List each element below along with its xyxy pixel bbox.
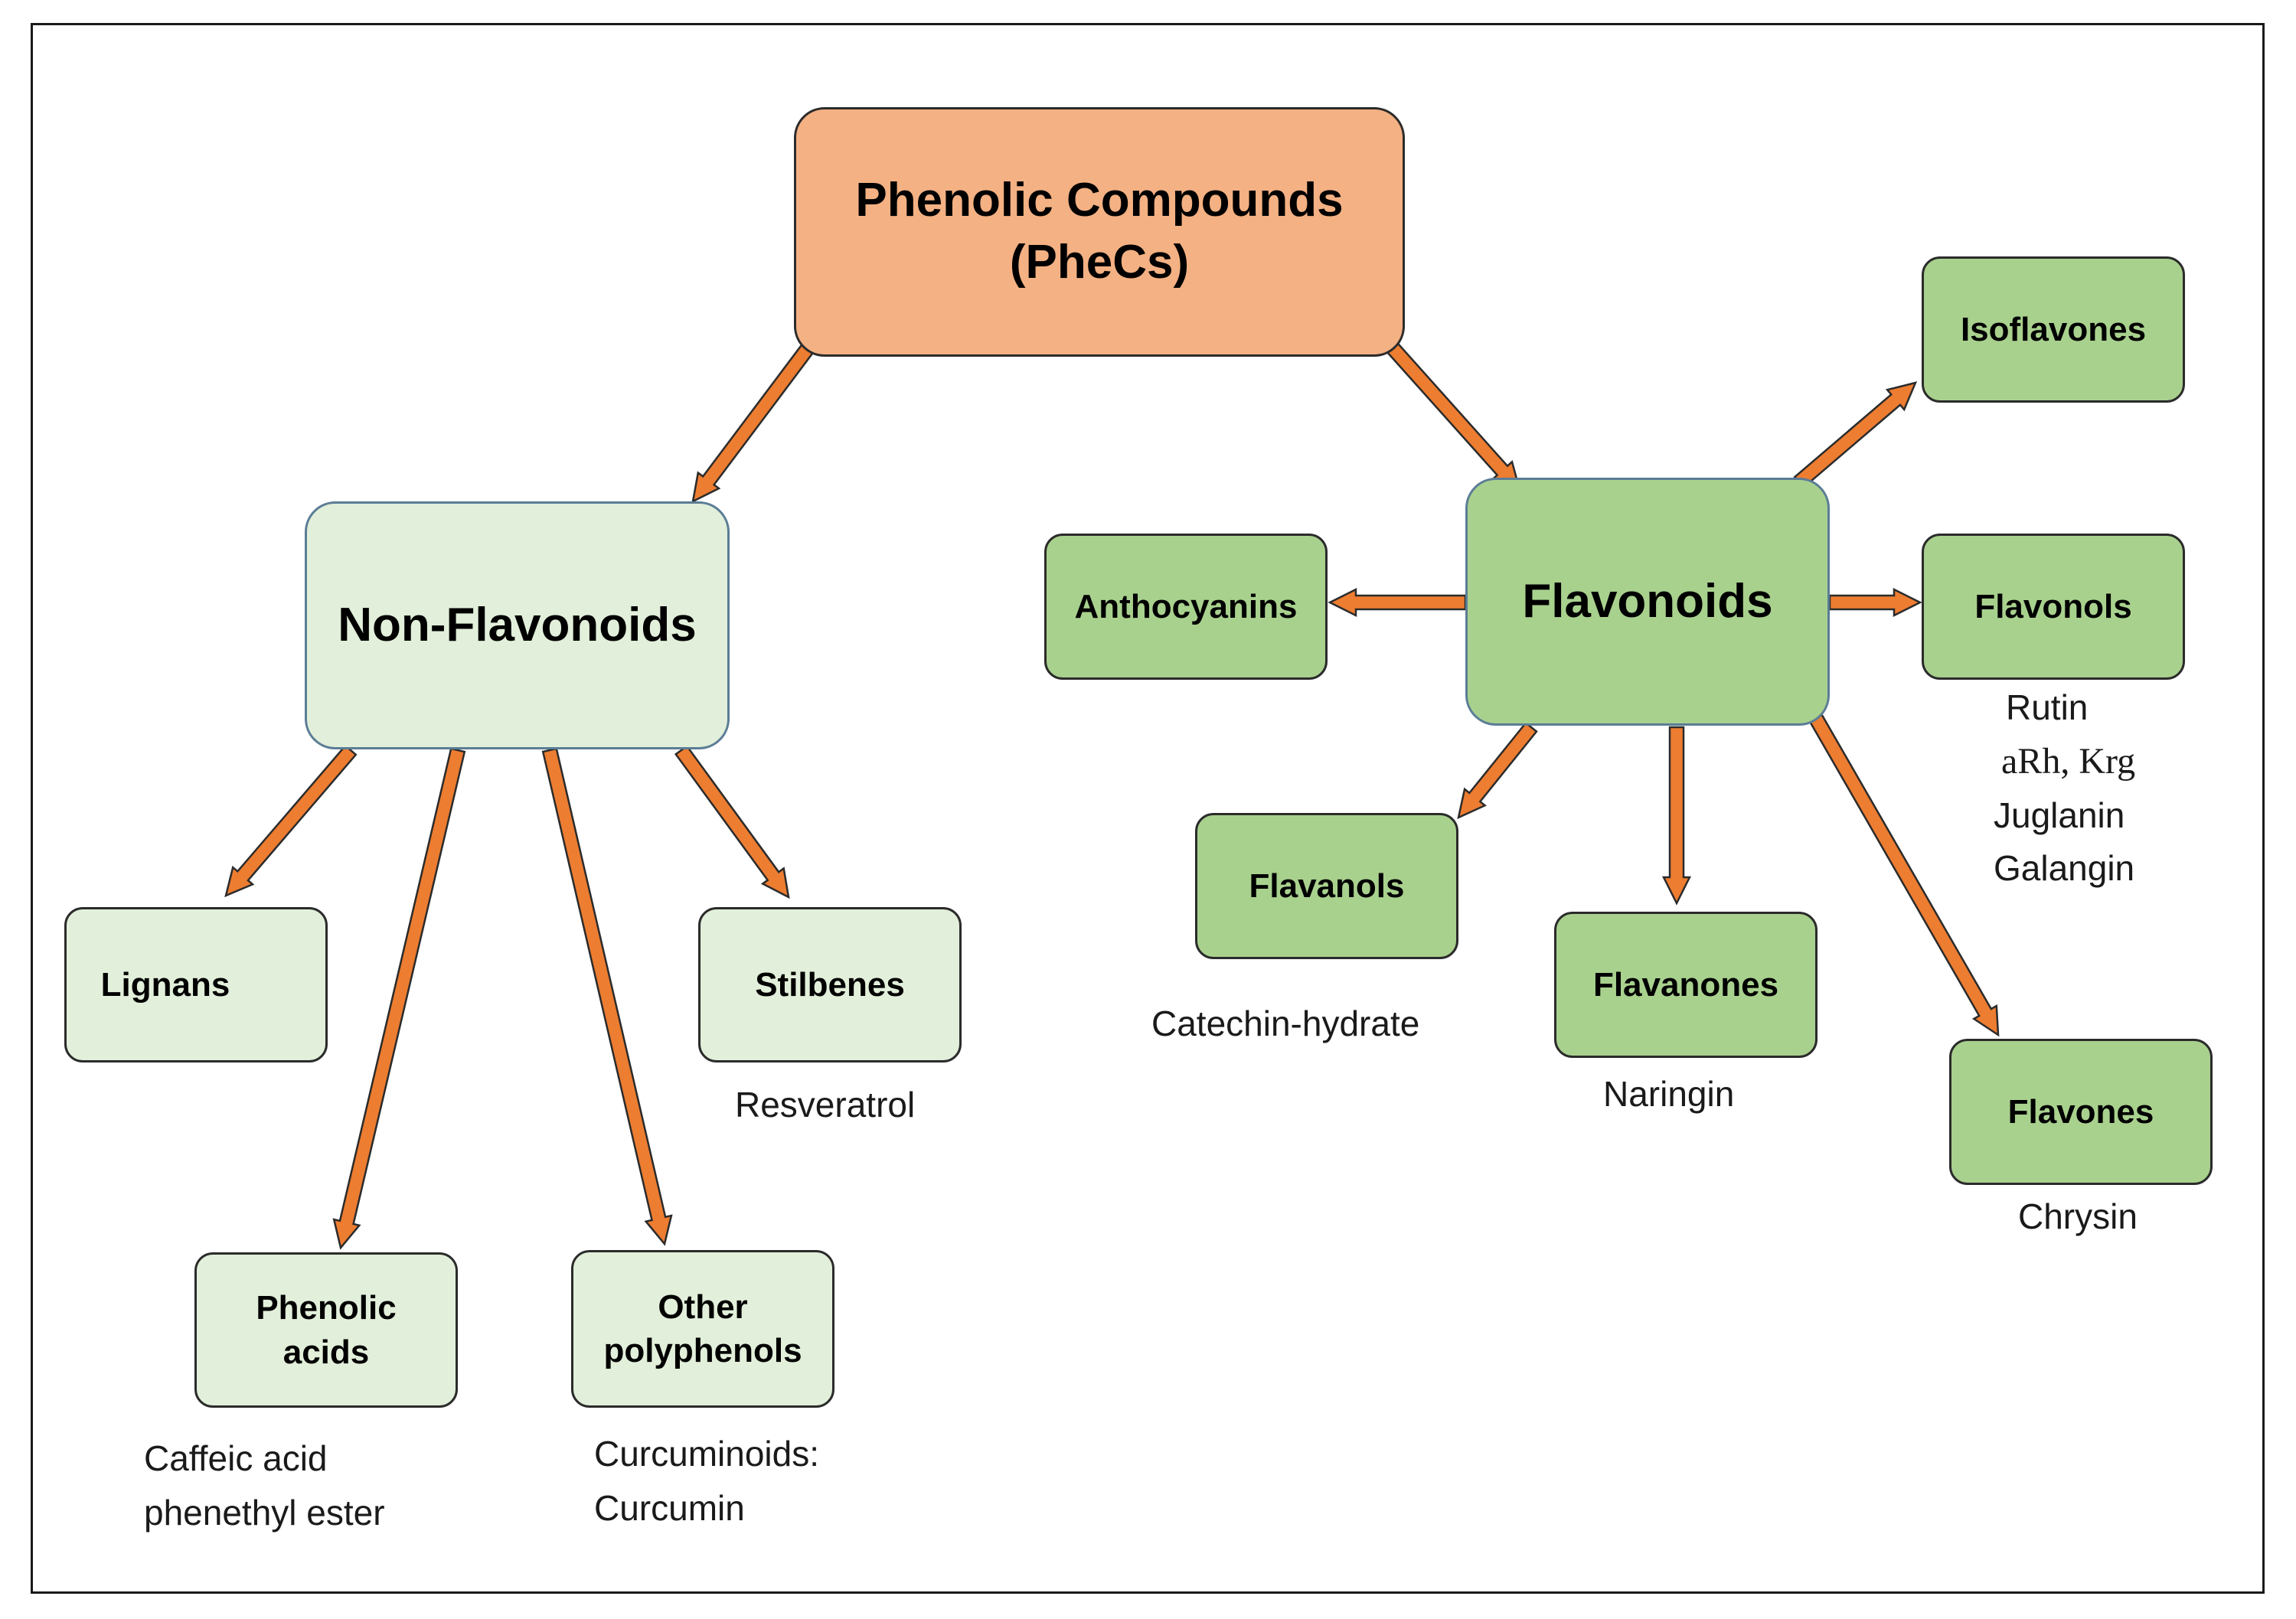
anthocyanins-label: Anthocyanins <box>1074 587 1298 625</box>
examples-other-polyphenols: Curcuminoids: Curcumin <box>594 1427 819 1536</box>
node-anthocyanins: Anthocyanins <box>1044 534 1328 680</box>
arrow-to-other-polyphenols <box>541 747 673 1246</box>
examples-flavonols: Rutin aRh, Krg Juglanin Galangin <box>1994 681 2135 895</box>
node-phenolic-compounds: Phenolic Compounds (PheCs) <box>794 107 1405 357</box>
arrow-to-phenolic-acids <box>332 747 466 1250</box>
node-flavonols: Flavonols <box>1922 534 2185 680</box>
node-flavanones: Flavanones <box>1554 912 1818 1058</box>
root-title-line1: Phenolic Compounds <box>855 174 1344 227</box>
node-phenolic-acids: Phenolic acids <box>194 1252 458 1408</box>
example-item: Rutin <box>2006 687 2089 727</box>
root-title-line2: (PheCs) <box>1009 236 1190 289</box>
isoflavones-label: Isoflavones <box>1960 310 2147 348</box>
node-isoflavones: Isoflavones <box>1922 256 2185 403</box>
node-lignans: Lignans <box>64 907 328 1062</box>
example-item: Juglanin <box>1994 795 2125 835</box>
example-item: Galangin <box>1994 848 2135 888</box>
node-stilbenes: Stilbenes <box>698 907 962 1062</box>
flavanols-label: Flavanols <box>1249 867 1405 905</box>
arrow-to-flavones <box>1807 710 2000 1037</box>
flavonols-label: Flavonols <box>1974 587 2132 625</box>
arrow-to-flavonols <box>1828 587 1922 618</box>
arrow-to-stilbenes <box>674 744 790 899</box>
non-flavonoids-label: Non-Flavonoids <box>338 598 697 651</box>
arrow-to-non-flavonoids <box>691 342 815 504</box>
arrow-to-flavanones <box>1661 726 1692 906</box>
example-item: Naringin <box>1603 1074 1735 1114</box>
example-item: Catechin-hydrate <box>1151 1004 1420 1043</box>
lignans-label: Lignans <box>100 965 230 1004</box>
example-item: Curcumin <box>594 1488 745 1529</box>
flavonoids-label: Flavonoids <box>1522 574 1773 628</box>
examples-flavones: Chrysin <box>2018 1190 2138 1244</box>
other-polyphenols-line1: Other <box>658 1288 748 1326</box>
phenolic-acids-line2: acids <box>283 1333 370 1371</box>
node-other-polyphenols: Other polyphenols <box>571 1250 834 1408</box>
diagram-frame <box>31 23 2265 1594</box>
arrow-to-lignans <box>224 744 358 898</box>
node-flavonoids: Flavonoids <box>1465 478 1830 726</box>
example-item: aRh, Krg <box>2001 741 2136 782</box>
example-item: Curcuminoids: <box>594 1434 819 1474</box>
flavanones-label: Flavanones <box>1592 965 1779 1004</box>
examples-phenolic-acids: Caffeic acid phenethyl ester <box>144 1431 385 1541</box>
node-flavones: Flavones <box>1949 1039 2213 1185</box>
other-polyphenols-line2: polyphenols <box>603 1332 802 1369</box>
examples-stilbenes: Resveratrol <box>735 1078 915 1132</box>
arrow-to-flavanols <box>1457 721 1538 820</box>
arrow-to-flavonoids <box>1383 338 1521 492</box>
example-item: Resveratrol <box>735 1085 916 1124</box>
example-item: Chrysin <box>2018 1196 2138 1236</box>
examples-flavanones: Naringin <box>1603 1067 1734 1121</box>
arrow-to-anthocyanins <box>1328 587 1467 618</box>
example-item: phenethyl ester <box>144 1493 385 1533</box>
node-flavanols: Flavanols <box>1195 813 1458 959</box>
stilbenes-label: Stilbenes <box>755 965 905 1004</box>
arrow-to-isoflavones <box>1793 381 1918 489</box>
node-non-flavonoids: Non-Flavonoids <box>305 501 730 749</box>
example-item: Caffeic acid <box>144 1438 328 1478</box>
flavones-label: Flavones <box>2007 1092 2154 1131</box>
phenolic-acids-line1: Phenolic <box>256 1289 397 1327</box>
examples-flavanols: Catechin-hydrate <box>1151 997 1419 1051</box>
